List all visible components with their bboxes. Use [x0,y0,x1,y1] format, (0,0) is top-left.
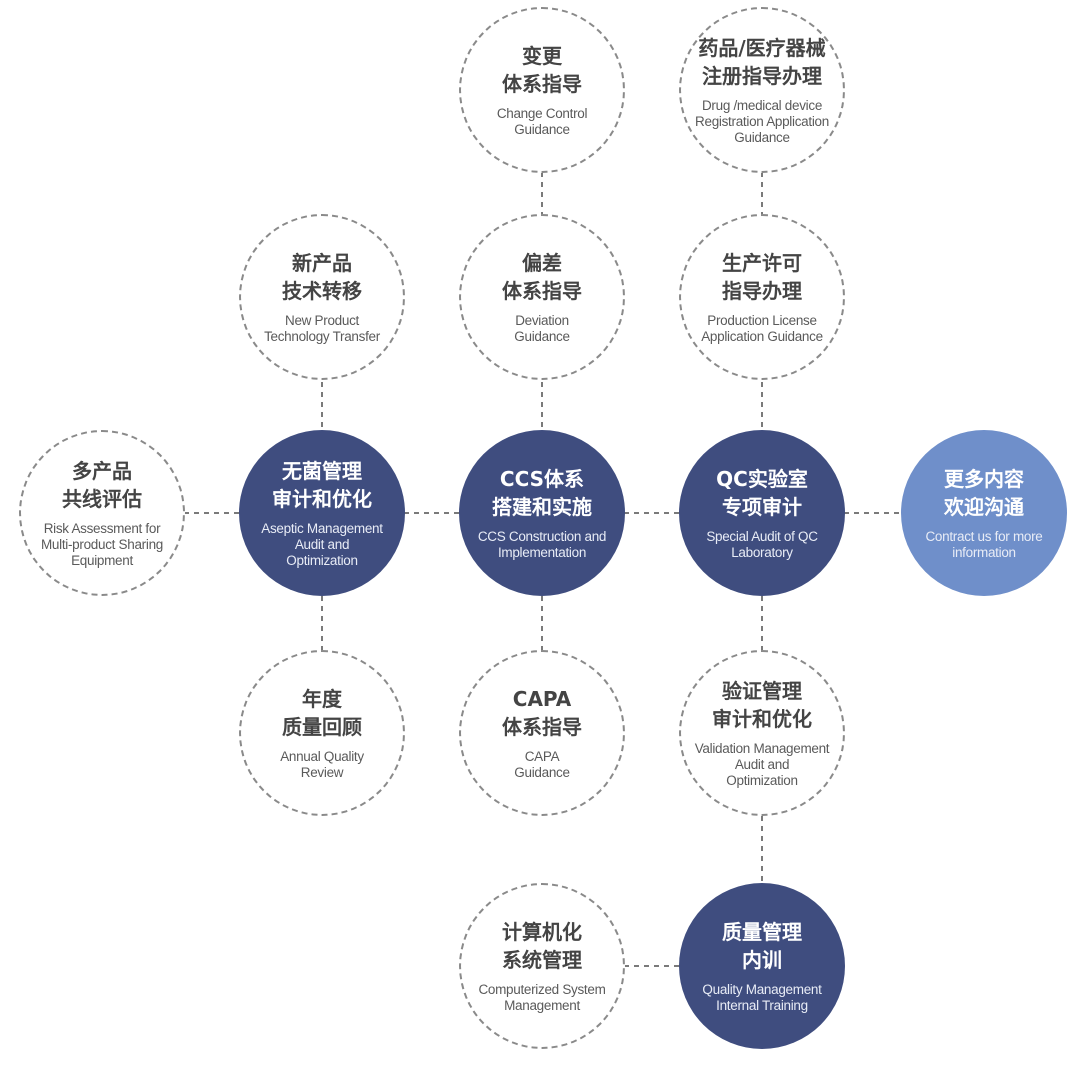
node-qc-lab-title-1: QC实验室 [716,467,808,491]
node-ccs-subtitle-2: Implementation [497,545,587,560]
node-production-license-subtitle-1: Production License [707,313,817,328]
node-production-license-title-2: 指导办理 [722,279,802,303]
node-computerized: 计算机化 系统管理 Computerized System Management [459,883,625,1049]
node-annual-review-subtitle-1: Annual Quality [280,749,364,764]
node-qc-lab-subtitle-2: Laboratory [731,545,793,560]
node-new-product-title-1: 新产品 [292,251,352,275]
node-validation-subtitle-3: Optimization [726,773,798,788]
node-contact-subtitle-1: Contract us for more [925,529,1043,544]
node-quality-training-subtitle-2: Internal Training [716,998,808,1013]
node-production-license: 生产许可 指导办理 Production License Application… [679,214,845,380]
node-registration-subtitle-1: Drug /medical device [701,98,823,113]
node-multi-product-title-2: 共线评估 [62,487,142,511]
node-deviation: 偏差 体系指导 Deviation Guidance [459,214,625,380]
node-registration: 药品/医疗器械 注册指导办理 Drug /medical device Regi… [679,7,845,173]
node-computerized-subtitle-1: Computerized System [478,982,606,997]
node-change-control-subtitle-1: Change Control [496,106,588,121]
node-registration-title-1: 药品/医疗器械 [698,36,826,60]
node-computerized-subtitle-2: Management [504,998,580,1013]
node-quality-training-subtitle-1: Quality Management [702,982,822,997]
node-contact-subtitle-2: information [952,545,1016,560]
node-aseptic-title-1: 无菌管理 [282,459,362,483]
node-validation-subtitle-1: Validation Management [694,741,830,756]
node-new-product-subtitle-1: New Product [285,313,359,328]
node-qc-lab-subtitle-1: Special Audit of QC [706,529,818,544]
node-change-control-title-2: 体系指导 [502,72,582,96]
node-qc-lab: QC实验室 专项审计 Special Audit of QC Laborator… [679,430,845,596]
node-registration-subtitle-2: Registration Application [695,114,829,129]
node-aseptic-subtitle-1: Aseptic Management [261,521,383,536]
node-ccs-title-2: 搭建和实施 [492,495,592,519]
node-deviation-subtitle-2: Guidance [514,329,570,344]
node-registration-subtitle-3: Guidance [734,130,790,145]
node-capa: CAPA 体系指导 CAPA Guidance [459,650,625,816]
node-new-product-title-2: 技术转移 [282,279,362,303]
node-capa-subtitle-2: Guidance [514,765,570,780]
node-quality-training-title-2: 内训 [742,948,782,972]
node-ccs-subtitle-1: CCS Construction and [477,529,607,544]
node-computerized-title-2: 系统管理 [502,948,582,972]
node-change-control: 变更 体系指导 Change Control Guidance [459,7,625,173]
node-new-product-subtitle-2: Technology Transfer [264,329,380,344]
node-qc-lab-title-2: 专项审计 [722,495,802,519]
node-annual-review: 年度 质量回顾 Annual Quality Review [239,650,405,816]
node-ccs-title-1: CCS体系 [499,467,585,491]
node-contact-title-2: 欢迎沟通 [944,495,1024,519]
node-aseptic-subtitle-3: Optimization [286,553,358,568]
node-change-control-title-1: 变更 [522,44,562,68]
node-production-license-subtitle-2: Application Guidance [701,329,823,344]
node-contact[interactable]: 更多内容 欢迎沟通 Contract us for more informati… [901,430,1067,596]
node-quality-training-title-1: 质量管理 [722,920,802,944]
node-aseptic-subtitle-2: Audit and [294,537,350,552]
node-change-control-subtitle-2: Guidance [514,122,570,137]
node-ccs: CCS体系 搭建和实施 CCS Construction and Impleme… [459,430,625,596]
node-multi-product-subtitle-2: Multi-product Sharing [40,537,163,552]
node-capa-title-1: CAPA [512,687,572,711]
node-aseptic: 无菌管理 审计和优化 Aseptic Management Audit and … [239,430,405,596]
node-validation-title-2: 审计和优化 [712,707,812,731]
node-deviation-title-2: 体系指导 [502,279,582,303]
node-multi-product-subtitle-3: Equipment [71,553,133,568]
node-production-license-title-1: 生产许可 [722,251,802,275]
node-registration-title-2: 注册指导办理 [702,64,822,88]
node-quality-training: 质量管理 内训 Quality Management Internal Trai… [679,883,845,1049]
node-validation: 验证管理 审计和优化 Validation Management Audit a… [679,650,845,816]
node-new-product: 新产品 技术转移 New Product Technology Transfer [239,214,405,380]
node-validation-subtitle-2: Audit and [734,757,790,772]
node-multi-product-subtitle-1: Risk Assessment for [43,521,161,536]
node-aseptic-title-2: 审计和优化 [272,487,372,511]
node-deviation-title-1: 偏差 [522,251,562,275]
node-annual-review-title-1: 年度 [302,687,342,711]
node-capa-subtitle-1: CAPA [524,749,560,764]
node-multi-product-title-1: 多产品 [72,459,132,483]
node-contact-title-1: 更多内容 [944,467,1024,491]
node-annual-review-title-2: 质量回顾 [282,715,362,739]
node-annual-review-subtitle-2: Review [300,765,344,780]
node-validation-title-1: 验证管理 [722,679,802,703]
node-capa-title-2: 体系指导 [502,715,582,739]
node-computerized-title-1: 计算机化 [502,920,582,944]
node-multi-product: 多产品 共线评估 Risk Assessment for Multi-produ… [19,430,185,596]
node-deviation-subtitle-1: Deviation [515,313,569,328]
